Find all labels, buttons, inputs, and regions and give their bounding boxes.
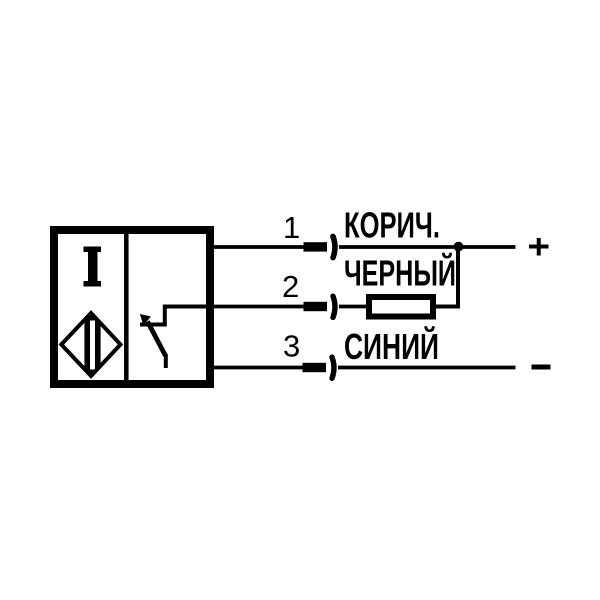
svg-text:3: 3 — [283, 329, 300, 364]
svg-text:2: 2 — [282, 269, 299, 304]
svg-text:СИНИЙ: СИНИЙ — [344, 325, 439, 367]
svg-text:1: 1 — [283, 210, 300, 245]
svg-text:ЧЕРНЫЙ: ЧЕРНЫЙ — [344, 251, 456, 293]
svg-text:КОРИЧ.: КОРИЧ. — [344, 205, 440, 246]
